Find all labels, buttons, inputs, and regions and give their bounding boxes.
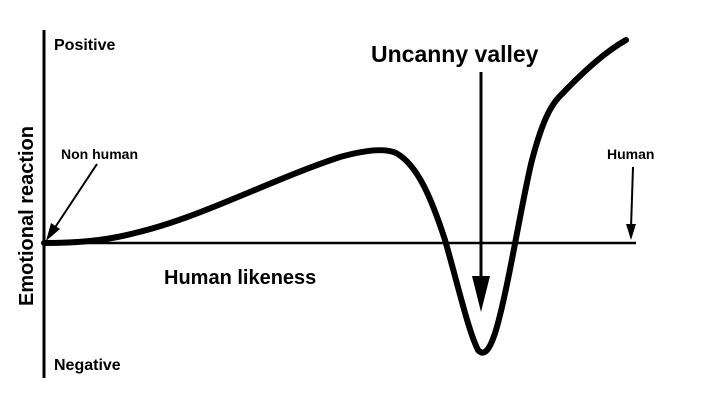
- y-axis-label: Emotional reaction: [16, 126, 38, 306]
- x-axis-label: Human likeness: [164, 267, 316, 289]
- human-label: Human: [607, 146, 654, 162]
- valley-arrow: [472, 72, 490, 312]
- non-human-arrow: [46, 163, 98, 241]
- diagram-title: Uncanny valley: [371, 41, 539, 67]
- human-arrow: [626, 166, 636, 240]
- non-human-label: Non human: [61, 146, 138, 162]
- bottom-label: Negative: [54, 357, 121, 374]
- uncanny-valley-curve: [41, 37, 629, 356]
- top-label: Positive: [54, 37, 115, 54]
